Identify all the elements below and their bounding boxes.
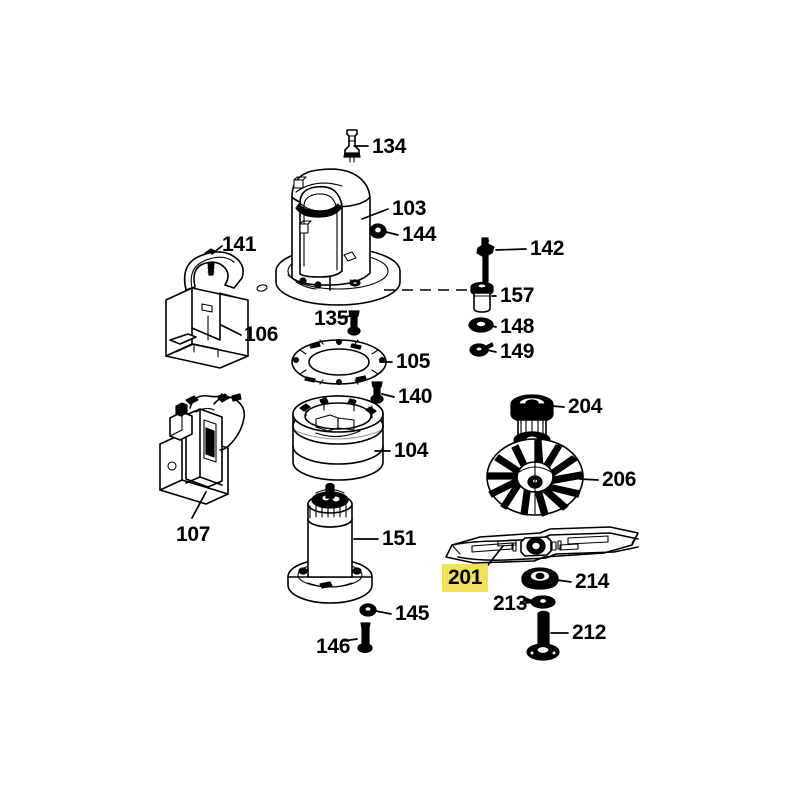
part-213-blade-lock-washer: [525, 595, 556, 609]
callout-label-214: 214: [575, 570, 610, 593]
part-214-blade-cup-washer: [521, 567, 559, 590]
callout-label-142: 142: [530, 237, 565, 260]
callout-label-105: 105: [396, 350, 431, 373]
part-212-blade-bolt: [526, 610, 560, 661]
part-151-motor-armature: [287, 482, 373, 604]
callout-label-103: 103: [392, 197, 427, 220]
callout-label-141: 141: [222, 233, 257, 256]
callout-label-212: 212: [572, 621, 607, 644]
callout-label-140: 140: [398, 385, 433, 408]
part-146-screw-base: [357, 622, 373, 654]
part-148-flat-washer: [468, 317, 494, 333]
part-201-cutting-blade: [445, 526, 639, 564]
part-106-switch-handle-cover: [165, 251, 249, 369]
part-107-switch-assembly: [159, 393, 246, 505]
part-142-bolt-long: [476, 237, 495, 283]
part-157-spacer-sleeve: [470, 281, 494, 313]
callout-label-107: 107: [176, 523, 211, 546]
part-103-motor-housing-cover: [256, 168, 401, 306]
part-149-lock-nut: [469, 342, 494, 357]
callout-label-106: 106: [244, 323, 279, 346]
callout-label-201: 201: [442, 564, 489, 592]
callout-label-151: 151: [382, 527, 417, 550]
part-145-nut-small: [359, 603, 377, 617]
callout-label-146: 146: [316, 635, 351, 658]
part-144-grommet: [369, 223, 387, 239]
callout-label-145: 145: [395, 602, 430, 625]
callout-label-135: 135: [314, 307, 349, 330]
callout-label-204: 204: [568, 395, 603, 418]
callout-label-149: 149: [500, 340, 535, 363]
callout-label-144: 144: [402, 223, 437, 246]
part-135-screw-short: [347, 310, 361, 336]
part-134-vent-plug: [343, 129, 361, 163]
leader-lines: [191, 145, 599, 642]
part-104-stator-housing: [292, 395, 384, 481]
callout-label-148: 148: [500, 315, 535, 338]
callout-label-104: 104: [394, 439, 429, 462]
part-140-screw-ring: [370, 381, 384, 404]
part-105-mounting-ring: [291, 339, 387, 386]
callout-label-134: 134: [372, 135, 407, 158]
part-206-cooling-fan: [486, 438, 584, 517]
callout-label-157: 157: [500, 284, 535, 307]
callout-label-206: 206: [602, 468, 637, 491]
callout-label-213: 213: [493, 592, 528, 615]
